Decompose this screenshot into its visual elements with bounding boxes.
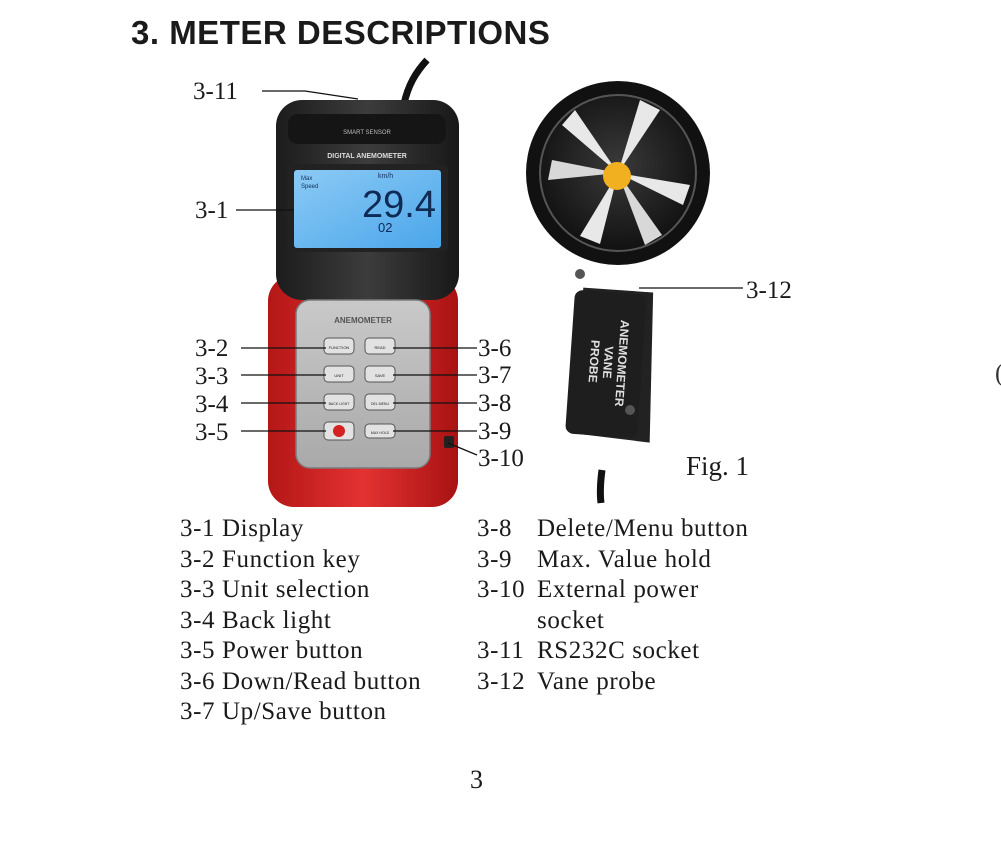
svg-text:READ: READ — [374, 345, 385, 350]
probe-label-line3: PROBE — [586, 340, 603, 384]
svg-text:SAVE: SAVE — [375, 373, 386, 378]
back-light-button[interactable] — [323, 393, 355, 411]
meter-cable — [400, 57, 430, 105]
lcd-unit: km/h — [378, 173, 393, 180]
lcd-display — [294, 170, 441, 248]
lcd-mode-line2: Speed — [301, 184, 318, 190]
callout-3-12: 3-12 — [746, 277, 792, 304]
edge-glyph: ( — [995, 360, 1001, 388]
function-button[interactable] — [323, 337, 355, 355]
list-item: 3-6 Down/Read button — [180, 667, 422, 695]
callout-3-5: 3-5 — [195, 419, 229, 446]
page-number: 3 — [470, 765, 483, 794]
probe-handle — [565, 290, 647, 438]
svg-text:MAX HOLD: MAX HOLD — [371, 431, 390, 435]
probe-label-line2: VANE — [600, 346, 616, 379]
list-item: socket — [537, 606, 605, 634]
unit-button[interactable] — [323, 365, 355, 383]
delete-menu-button[interactable] — [364, 393, 396, 411]
list-item: 3-4 Back light — [180, 606, 332, 634]
up-save-button[interactable] — [364, 365, 396, 383]
list-item: 3-1 Display — [180, 515, 304, 542]
callout-3-9: 3-9 — [478, 418, 512, 445]
down-read-button[interactable] — [364, 337, 396, 355]
keypad-label: ANEMOMETER — [334, 316, 392, 325]
anemometer-meter: SMART SENSOR DIGITAL ANEMOMETER Max Spee… — [268, 100, 459, 507]
device-brand: SMART SENSOR — [343, 130, 391, 136]
callout-3-7: 3-7 — [478, 362, 512, 389]
lcd-sub-reading: 02 — [378, 220, 392, 235]
callout-3-11: 3-11 — [193, 78, 238, 105]
descriptions-left: 3-1 Display 3-2 Function key 3-3 Unit se… — [180, 516, 421, 730]
power-icon — [333, 425, 345, 437]
svg-text:FUNCTION: FUNCTION — [329, 345, 350, 350]
vane-probe: ANEMOMETER VANE PROBE — [526, 81, 710, 504]
power-socket — [444, 436, 454, 448]
keypad-panel — [295, 299, 431, 469]
section-title: 3. METER DESCRIPTIONS — [131, 14, 551, 51]
list-item: 3-7 Up/Save button — [180, 698, 387, 725]
callout-3-8: 3-8 — [478, 390, 512, 417]
callout-3-4: 3-4 — [195, 391, 229, 418]
leader-lines — [236, 90, 743, 456]
vane-hub — [603, 162, 631, 190]
device-label: DIGITAL ANEMOMETER — [327, 153, 407, 160]
svg-text:DEL MENU: DEL MENU — [371, 402, 389, 406]
callout-3-1: 3-1 — [195, 197, 229, 224]
svg-text:UNIT: UNIT — [334, 373, 344, 378]
list-item: 3-3 Unit selection — [180, 576, 370, 603]
svg-text:BACK LIGHT: BACK LIGHT — [329, 402, 351, 406]
probe-label-line1: ANEMOMETER — [612, 320, 632, 408]
callout-3-3: 3-3 — [195, 363, 229, 390]
list-item: 3-2 Function key — [180, 545, 361, 573]
lcd-reading: 29.4 — [362, 184, 436, 226]
callout-3-6: 3-6 — [478, 335, 512, 362]
list-item: 3-5 Power button — [180, 637, 364, 664]
callout-3-2: 3-2 — [195, 335, 229, 362]
callout-3-10: 3-10 — [478, 445, 524, 472]
lcd-mode-line1: Max — [301, 176, 312, 182]
figure-caption: Fig. 1 — [686, 451, 750, 481]
probe-cable — [596, 469, 606, 504]
